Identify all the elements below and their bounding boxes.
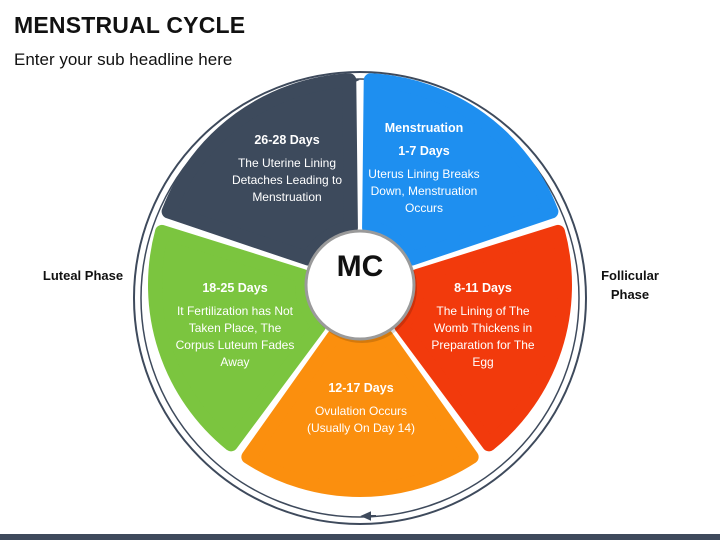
slide-title: MENSTRUAL CYCLE <box>14 12 246 38</box>
segment-description: The Uterine Lining Detaches Leading to M… <box>231 156 343 204</box>
segment-follicular <box>394 224 572 452</box>
segment-text-ovulation: 12-17 Days Ovulation Occurs (Usually On … <box>303 380 419 437</box>
center-label: MC <box>336 250 384 283</box>
segment-text-late-luteal: 26-28 Days The Uterine Lining Detaches L… <box>228 132 346 206</box>
inner-ring <box>140 78 580 518</box>
segment-heading: Menstruation <box>384 121 464 135</box>
segment-description: Ovulation Occurs (Usually On Day 14) <box>306 404 416 435</box>
phase-label-follicular: Follicular Phase <box>601 268 659 302</box>
segment-days: 26-28 Days <box>254 133 320 147</box>
segment-days: 1-7 Days <box>398 144 450 158</box>
phase-label-luteal: Luteal Phase <box>42 268 124 283</box>
segment-description: It Fertilization has Not Taken Place, Th… <box>175 304 295 369</box>
footer-bar <box>0 534 720 540</box>
segment-ovulation <box>241 329 479 497</box>
segment-menstruation <box>362 73 559 266</box>
segment-text-menstruation: Menstruation 1-7 Days Uterus Lining Brea… <box>368 120 480 217</box>
segment-text-follicular: 8-11 Days The Lining of The Womb Thicken… <box>422 280 544 371</box>
center-hub <box>304 229 416 341</box>
slide-subtitle: Enter your sub headline here <box>14 50 233 69</box>
segment-luteal <box>148 224 326 452</box>
segment-late-luteal <box>161 73 358 266</box>
segment-description: Uterus Lining Breaks Down, Menstruation … <box>368 167 480 215</box>
segment-description: The Lining of The Womb Thickens in Prepa… <box>431 304 535 369</box>
segment-days: 12-17 Days <box>328 381 394 395</box>
segment-days: 18-25 Days <box>202 281 268 295</box>
outer-ring <box>133 71 587 525</box>
segment-text-luteal: 18-25 Days It Fertilization has Not Take… <box>172 280 298 371</box>
segment-days: 8-11 Days <box>454 281 512 295</box>
